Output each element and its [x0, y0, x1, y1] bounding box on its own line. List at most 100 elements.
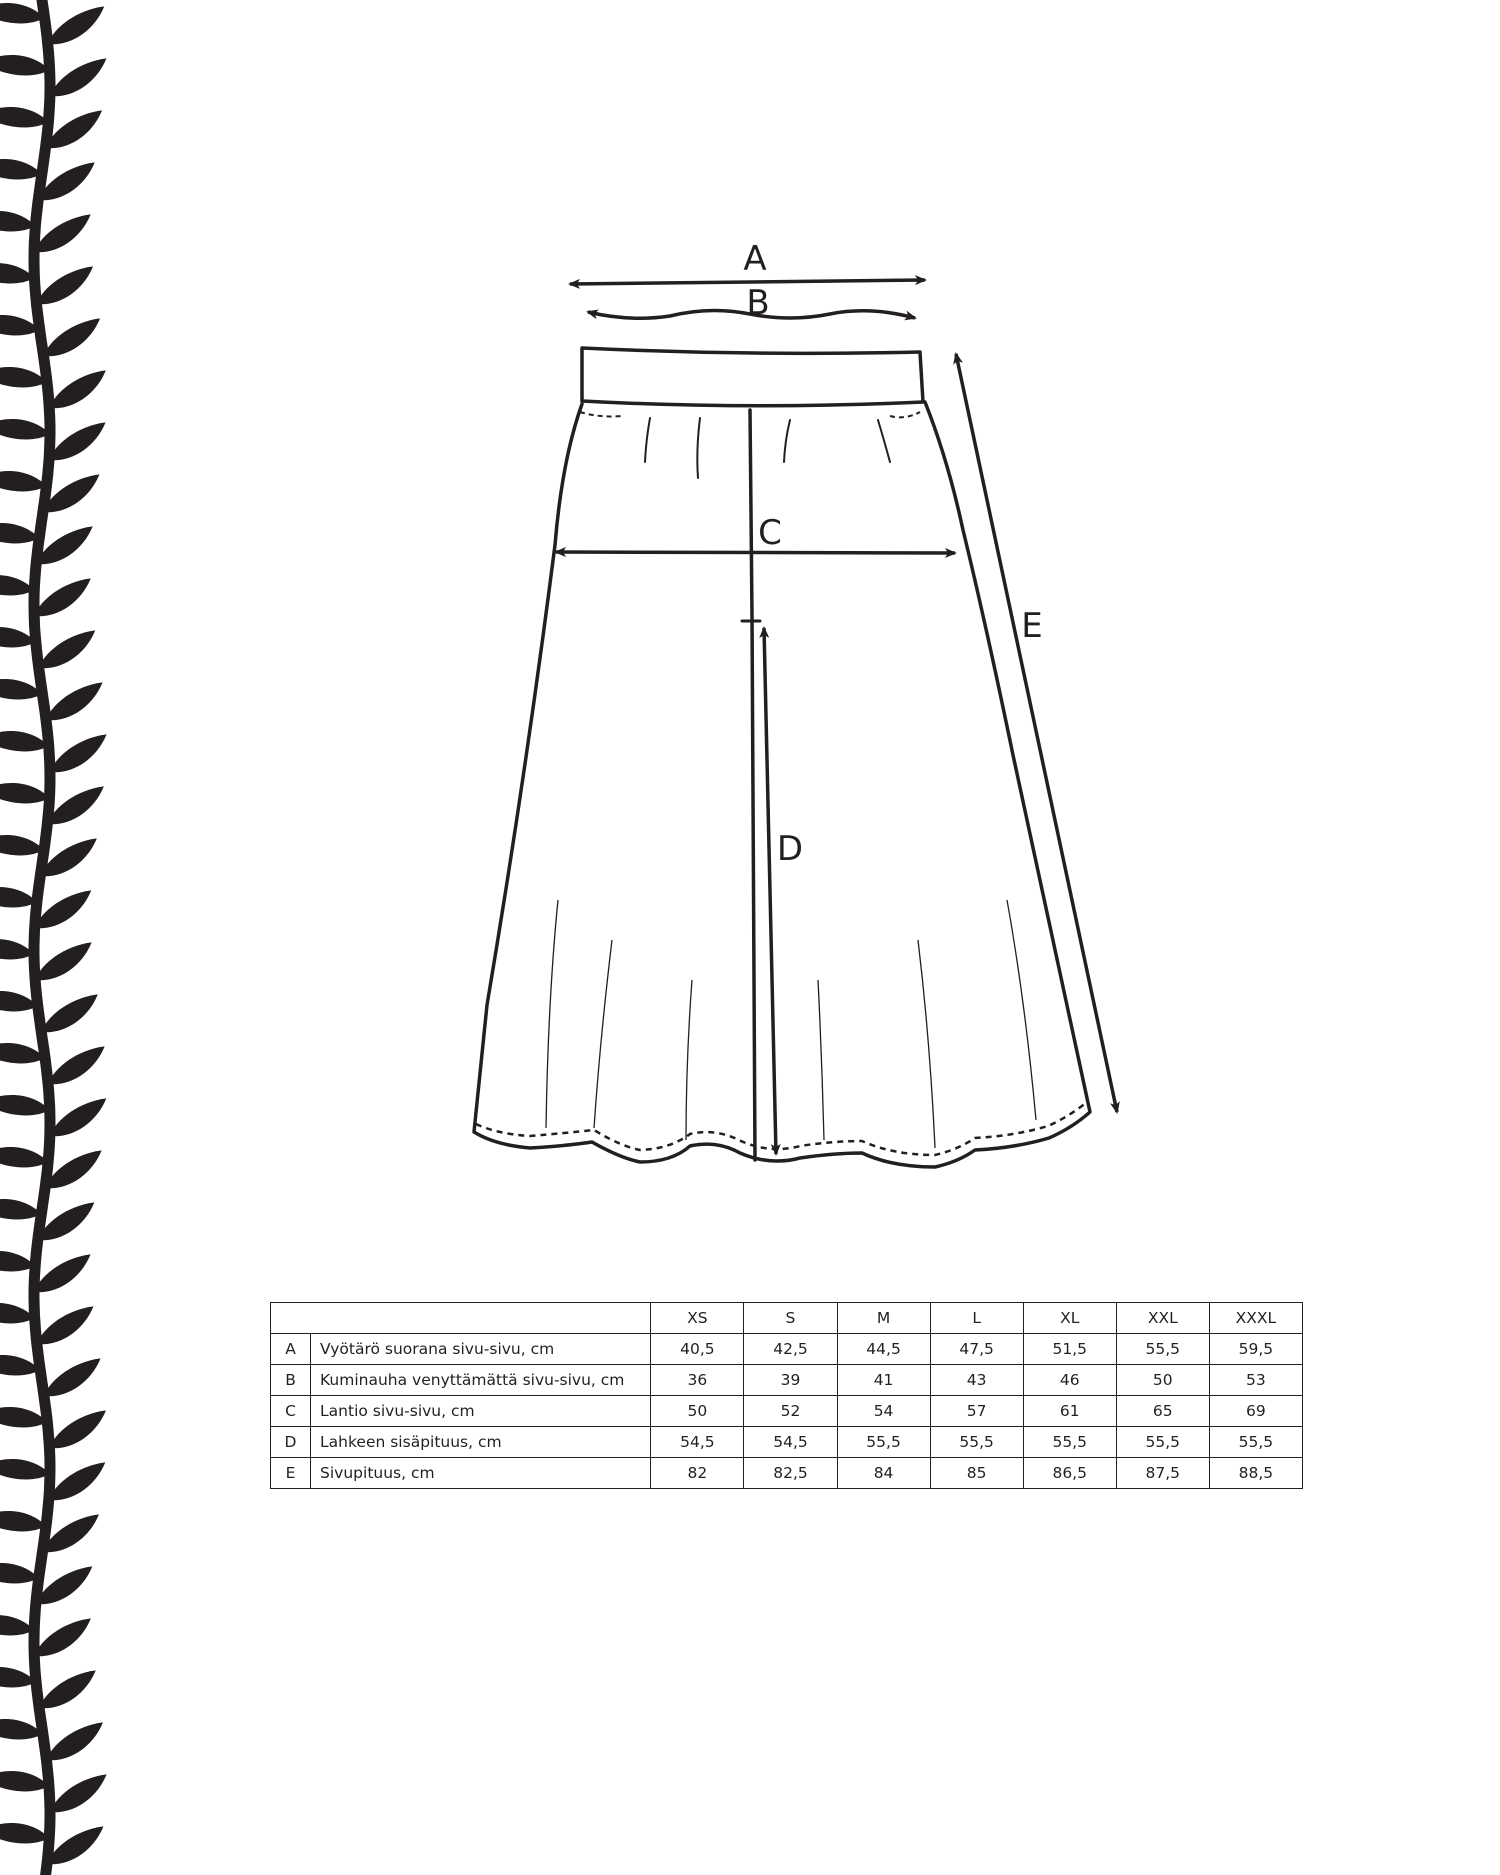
skirt-outline	[472, 400, 1092, 1169]
size-header: S	[743, 1302, 838, 1334]
value-cell: 55,5	[1022, 1426, 1117, 1458]
vine-leaf	[40, 838, 97, 877]
vine-leaf	[0, 1459, 50, 1480]
vine-leaf	[34, 1618, 91, 1657]
vine-leaf	[49, 1410, 106, 1449]
table-row: B Kuminauha venyttämättä sivu-sivu, cm 3…	[269, 1364, 1304, 1396]
label-A: A	[743, 239, 766, 279]
vine-leaf	[46, 1826, 104, 1865]
value-cell: 59,5	[1208, 1333, 1304, 1365]
vine-leaf	[38, 162, 95, 201]
drape-lines	[545, 899, 1037, 1149]
value-cell: 55,5	[1208, 1426, 1304, 1458]
vine-leaf	[48, 1046, 105, 1085]
vine-leaves	[0, 3, 107, 1865]
value-cell: 50	[1115, 1364, 1210, 1396]
vine-leaf	[49, 422, 106, 461]
value-cell: 61	[1022, 1395, 1117, 1427]
vine-leaf	[0, 3, 45, 24]
vine-leaf	[46, 682, 103, 721]
value-cell: 41	[836, 1364, 931, 1396]
vine-leaf	[0, 315, 40, 336]
label-E: E	[1021, 606, 1042, 646]
vine-leaf	[0, 1823, 50, 1844]
vine-leaf	[0, 887, 37, 908]
vine-leaf	[36, 266, 94, 305]
vine-leaf	[0, 1511, 46, 1532]
vine-leaf	[0, 211, 36, 232]
size-header: XS	[650, 1302, 745, 1334]
row-label: Sivupituus, cm	[310, 1457, 652, 1489]
row-letter: A	[269, 1333, 312, 1365]
vine-leaf	[0, 159, 42, 180]
value-cell: 86,5	[1022, 1457, 1117, 1489]
leaf-vine-decoration	[0, 0, 107, 1875]
value-cell: 87,5	[1115, 1457, 1210, 1489]
value-cell: 82	[650, 1457, 745, 1489]
vine-leaf	[0, 1043, 45, 1064]
arrow-D	[759, 626, 781, 1156]
vine-stem	[28, 0, 56, 1875]
vine-leaf	[0, 991, 38, 1012]
value-cell: 55,5	[929, 1426, 1024, 1458]
vine-leaf	[34, 1254, 91, 1293]
vine-leaf	[38, 630, 96, 669]
vine-leaf	[0, 471, 47, 492]
gathers	[644, 417, 891, 479]
label-D: D	[777, 829, 803, 869]
waistband	[580, 346, 925, 408]
value-cell: 53	[1208, 1364, 1304, 1396]
vine-leaf	[0, 367, 47, 388]
table-row: A Vyötärö suorana sivu-sivu, cm 40,5 42,…	[269, 1333, 1304, 1365]
value-cell: 39	[743, 1364, 838, 1396]
vine-leaf	[0, 575, 35, 596]
vine-leaf	[0, 1667, 37, 1688]
vine-leaf	[50, 1774, 107, 1813]
vine-leaf	[0, 1147, 49, 1168]
vine-leaf	[44, 1358, 101, 1397]
vine-leaf	[0, 523, 40, 544]
vine-leaf	[0, 263, 35, 284]
size-chart-table: XS S M L XL XXL XXXL A Vyötärö suorana s…	[269, 1302, 1304, 1489]
vine-leaf	[34, 890, 92, 929]
value-cell: 54,5	[743, 1426, 838, 1458]
row-label: Lahkeen sisäpituus, cm	[310, 1426, 652, 1458]
pocket-stitching	[579, 411, 921, 419]
value-cell: 65	[1115, 1395, 1210, 1427]
value-cell: 51,5	[1022, 1333, 1117, 1365]
value-cell: 44,5	[836, 1333, 931, 1365]
value-cell: 55,5	[1115, 1426, 1210, 1458]
value-cell: 50	[650, 1395, 745, 1427]
vine-leaf	[37, 1202, 95, 1241]
vine-leaf	[0, 1199, 42, 1220]
value-cell: 88,5	[1208, 1457, 1304, 1489]
vine-leaf	[47, 6, 105, 45]
vine-leaf	[45, 110, 103, 149]
row-letter: D	[269, 1426, 312, 1458]
label-B: B	[746, 283, 769, 323]
vine-leaf	[0, 1719, 43, 1740]
arrow-E	[953, 352, 1120, 1114]
vine-leaf	[34, 214, 91, 253]
vine-leaf	[50, 734, 107, 773]
value-cell: 55,5	[836, 1426, 931, 1458]
size-header: XL	[1022, 1302, 1117, 1334]
row-label: Vyötärö suorana sivu-sivu, cm	[310, 1333, 652, 1365]
value-cell: 46	[1022, 1364, 1117, 1396]
vine-leaf	[0, 1251, 36, 1272]
size-header: XXXL	[1208, 1302, 1304, 1334]
size-header: XXL	[1115, 1302, 1210, 1334]
vine-leaf	[0, 679, 43, 700]
arrow-B	[586, 308, 917, 321]
vine-leaf	[41, 994, 98, 1033]
size-header-row: XS S M L XL XXL XXXL	[269, 1302, 1304, 1334]
vine-leaf	[0, 783, 50, 804]
vine-leaf	[0, 1563, 39, 1584]
vine-leaf	[39, 1670, 96, 1709]
vine-leaf	[0, 1355, 41, 1376]
table-row: C Lantio sivu-sivu, cm 50 52 54 57 61 65…	[269, 1395, 1304, 1427]
vine-leaf	[35, 942, 92, 981]
vine-leaf	[35, 1566, 93, 1605]
vine-leaf	[0, 419, 50, 440]
size-header: M	[836, 1302, 931, 1334]
